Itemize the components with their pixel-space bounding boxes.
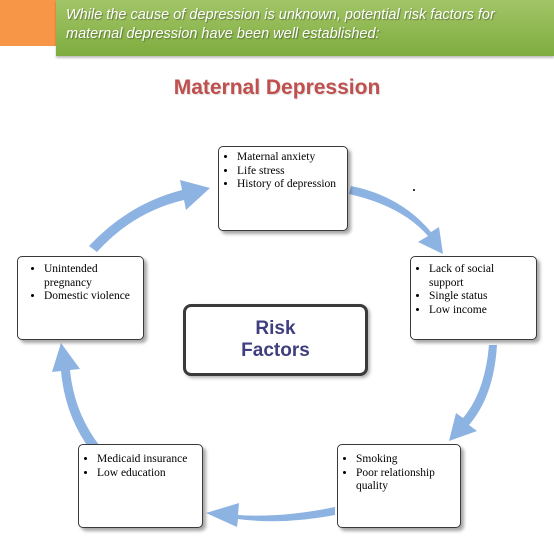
risk-item: Maternal anxiety xyxy=(237,151,341,165)
risk-box-bottom-right: Smoking Poor relationship quality xyxy=(337,444,461,528)
risk-item: Single status xyxy=(429,290,530,304)
risk-item: Poor relationship quality xyxy=(356,467,454,494)
diagram-title: Maternal Depression xyxy=(173,76,381,99)
banner-accent xyxy=(0,0,56,46)
risk-item: Medicaid insurance xyxy=(97,453,196,467)
center-label: Risk Factors xyxy=(241,318,310,361)
arrow-bottomleft-to-left xyxy=(52,343,99,451)
banner xyxy=(56,0,554,56)
risk-box-bottom-left: Medicaid insurance Low education xyxy=(78,444,203,528)
arrow-bottomright-to-bottomleft xyxy=(206,503,335,527)
risk-item: History of depression xyxy=(237,178,341,192)
arrow-top-to-right xyxy=(349,186,443,254)
risk-box-right: Lack of social support Single status Low… xyxy=(410,256,537,340)
stray-dot xyxy=(413,189,415,191)
arrow-left-to-top xyxy=(89,180,210,252)
center-box: Risk Factors xyxy=(183,304,368,376)
risk-box-left: Unintended pregnancy Domestic violence xyxy=(17,256,144,340)
banner-text: While the cause of depression is unknown… xyxy=(66,7,495,42)
risk-item: Lack of social support xyxy=(429,263,530,290)
risk-item: Domestic violence xyxy=(44,290,137,304)
risk-item: Life stress xyxy=(237,165,341,179)
arrow-right-to-bottomright xyxy=(449,345,497,441)
risk-item: Low education xyxy=(97,467,196,481)
risk-item: Smoking xyxy=(356,453,454,467)
risk-box-top: Maternal anxiety Life stress History of … xyxy=(218,146,348,231)
risk-item: Low income xyxy=(429,304,530,318)
risk-item: Unintended pregnancy xyxy=(44,263,137,290)
